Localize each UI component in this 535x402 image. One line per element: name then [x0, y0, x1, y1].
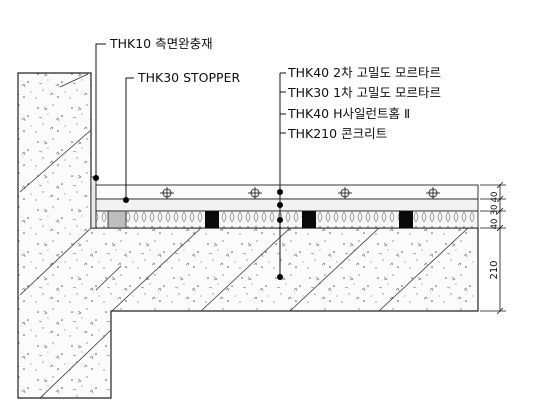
leader-lines — [95, 43, 286, 277]
side-buffer-strip — [90, 176, 97, 229]
label-stopper: THK30 STOPPER — [137, 70, 240, 85]
mortar-layer-1 — [95, 198, 479, 212]
mortar-layer-2 — [95, 184, 479, 200]
label-mortar-2: THK40 2차 고밀도 모르타르 — [287, 65, 441, 80]
concrete-wall-and-slab — [17, 72, 479, 399]
stopper-block — [107, 210, 127, 229]
dim-bottom-40: 40 — [490, 219, 500, 230]
label-silent-home: THK40 H사일런트홈 Ⅱ — [287, 106, 410, 121]
label-side-buffer: THK10 측면완충재 — [109, 36, 213, 51]
black-support-blocks — [205, 211, 413, 228]
dimension-lines — [480, 181, 506, 315]
leader-dots — [93, 175, 283, 280]
dim-mid-30: 30 — [490, 205, 500, 216]
concrete-hatch-lines — [19, 73, 469, 399]
dim-top-40: 40 — [490, 192, 500, 203]
label-concrete: THK210 콘크리트 — [287, 126, 387, 141]
dim-slab-210: 210 — [489, 260, 500, 279]
label-mortar-1: THK30 1차 고밀도 모르타르 — [287, 85, 441, 100]
silent-home-insulation-layer — [95, 210, 479, 229]
heating-pipe-symbols — [160, 187, 440, 199]
